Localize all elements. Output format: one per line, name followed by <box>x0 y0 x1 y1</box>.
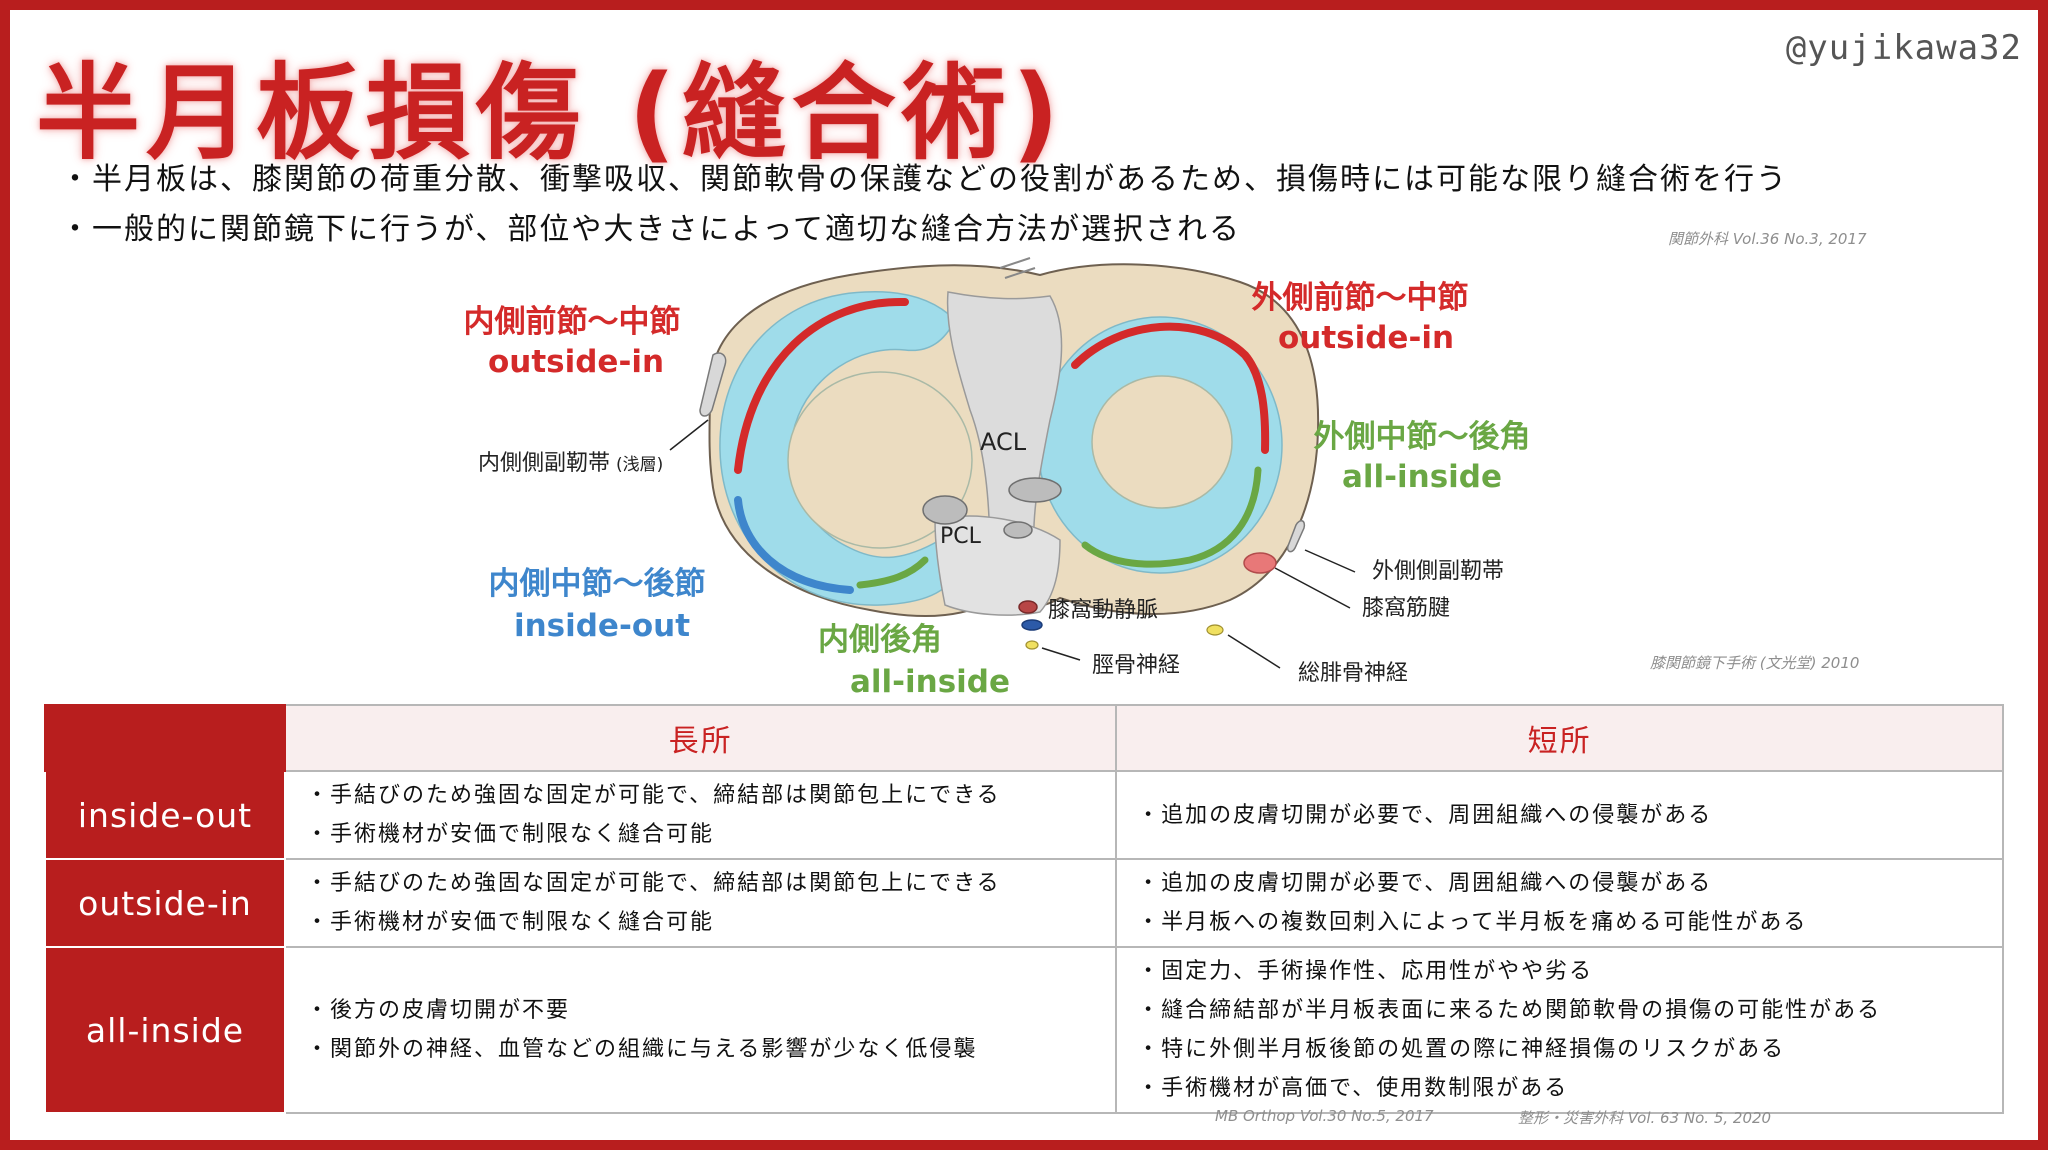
pros-item: ・後方の皮膚切開が不要 <box>306 998 571 1023</box>
arc-lateral-anterior <box>1071 322 1270 454</box>
medial-meniscus <box>719 291 966 606</box>
pros-item: ・手結びのため強固な固定が可能で、締結部は関節包上にできる <box>306 871 1001 896</box>
row-method-inside-out: inside-out <box>44 770 286 860</box>
cons-item: ・特に外側半月板後節の処置の際に神経損傷のリスクがある <box>1137 1037 1786 1062</box>
popliteus-shape <box>1243 552 1277 574</box>
pros-item: ・手結びのため強固な固定が可能で、締結部は関節包上にできる <box>306 783 1001 808</box>
arc-medial-middle <box>734 496 854 594</box>
pros-cell: ・手結びのため強固な固定が可能で、締結部は関節包上にできる ・手術機材が安価で制… <box>283 770 1118 860</box>
popliteal-vein-marker <box>1021 619 1043 631</box>
pros-item: ・手術機材が安価で制限なく縫合可能 <box>306 910 715 935</box>
table-row: outside-in ・手結びのため強固な固定が可能で、締結部は関節包上にできる… <box>44 858 2004 948</box>
pcl-ligament <box>934 515 1061 616</box>
lcl-label: 外側側副靭帯 <box>1372 559 1504 584</box>
popliteal-artery-marker <box>1018 600 1038 614</box>
cons-cell: ・追加の皮膚切開が必要で、周囲組織への侵襲がある <box>1115 770 2004 860</box>
header-pros: 長所 <box>283 704 1118 772</box>
citation-diagram: 膝関節鏡下手術 (文光堂) 2010 <box>1650 654 1860 672</box>
cons-item: ・固定力、手術操作性、応用性がやや劣る <box>1137 959 1594 984</box>
peroneal-nerve-label: 総腓骨神経 <box>1298 661 1408 686</box>
pcl-label: PCL <box>940 524 982 549</box>
mcl-label-note: (浅層) <box>616 455 663 475</box>
bullet-item: ・半月板は、膝関節の荷重分散、衝撃吸収、関節軟骨の保護などの役割があるため、損傷… <box>60 162 1788 197</box>
row-method-all-inside: all-inside <box>44 946 286 1114</box>
citation-bottom-left: MB Orthop Vol.30 No.5, 2017 <box>1215 1107 1434 1125</box>
table-row: inside-out ・手結びのため強固な固定が可能で、締結部は関節包上にできる… <box>44 770 2004 860</box>
tibial-nerve-marker <box>1025 640 1039 650</box>
author-handle: @yujikawa32 <box>1785 28 2022 68</box>
comparison-table: 長所 短所 inside-out ・手結びのため強固な固定が可能で、締結部は関節… <box>44 704 2004 1114</box>
arc-medial-posterior <box>856 556 929 589</box>
table-row: all-inside ・後方の皮膚切開が不要 ・関節外の神経、血管などの組織に与… <box>44 946 2004 1114</box>
label-medial-anterior-method: outside-in <box>488 344 664 380</box>
arc-lateral-posterior <box>1081 466 1262 568</box>
label-lateral-anterior-name: 外側前節～中節 <box>1252 280 1469 316</box>
cons-item: ・手術機材が高価で、使用数制限がある <box>1137 1076 1569 1101</box>
meniscus-diagram: ACL PCL 内側前節～中節 outside-in 外側前節～中節 outsi… <box>464 257 1531 700</box>
cons-item: ・追加の皮膚切開が必要で、周囲組織への侵襲がある <box>1137 802 1713 828</box>
mcl-label-main: 内側側副靭帯 <box>478 451 610 476</box>
table-header-row: 長所 短所 <box>44 704 2004 772</box>
row-method-outside-in: outside-in <box>44 858 286 948</box>
lcl-shape <box>1286 520 1306 553</box>
label-lateral-posterior-method: all-inside <box>1342 459 1502 495</box>
arc-medial-anterior <box>734 297 909 474</box>
cons-item: ・追加の皮膚切開が必要で、周囲組織への侵襲がある <box>1137 871 1713 896</box>
cons-item: ・縫合締結部が半月板表面に来るため関節軟骨の損傷の可能性がある <box>1137 998 1882 1023</box>
label-medial-posterior-name: 内側後角 <box>818 622 942 658</box>
popliteal-vessels-label: 膝窩動静脈 <box>1048 598 1158 623</box>
citation-bottom-right: 整形・災害外科 Vol. 63 No. 5, 2020 <box>1518 1109 1772 1127</box>
bullet-item: ・一般的に関節鏡下に行うが、部位や大きさによって適切な縫合方法が選択される <box>60 212 1241 247</box>
table-corner <box>44 704 286 772</box>
page-title: 半月板損傷 (縫合術) <box>36 52 1066 174</box>
label-lateral-anterior-method: outside-in <box>1278 320 1454 356</box>
header-cons: 短所 <box>1115 704 2004 772</box>
label-medial-anterior-name: 内側前節～中節 <box>464 304 681 340</box>
mcl-label: 内側側副靭帯 (浅層) <box>478 451 663 476</box>
pros-cell: ・手結びのため強固な固定が可能で、締結部は関節包上にできる ・手術機材が安価で制… <box>283 858 1118 948</box>
acl-label: ACL <box>980 428 1027 456</box>
peroneal-nerve-marker <box>1206 624 1224 636</box>
popliteus-label: 膝窩筋腱 <box>1362 596 1450 621</box>
cons-item: ・半月板への複数回刺入によって半月板を痛める可能性がある <box>1137 910 1808 935</box>
label-lateral-posterior-name: 外側中節～後角 <box>1314 419 1531 455</box>
pros-item: ・関節外の神経、血管などの組織に与える影響が少なく低侵襲 <box>306 1037 978 1062</box>
pros-cell: ・後方の皮膚切開が不要 ・関節外の神経、血管などの組織に与える影響が少なく低侵襲 <box>283 946 1118 1114</box>
label-medial-middle-name: 内側中節～後節 <box>489 566 706 602</box>
cons-cell: ・固定力、手術操作性、応用性がやや劣る ・縫合締結部が半月板表面に来るため関節軟… <box>1115 946 2004 1114</box>
citation-top: 関節外科 Vol.36 No.3, 2017 <box>1668 230 1867 248</box>
mcl-shape <box>699 352 727 417</box>
label-medial-posterior-method: all-inside <box>850 664 1010 700</box>
label-medial-middle-method: inside-out <box>514 608 690 644</box>
bullet-list: ・半月板は、膝関節の荷重分散、衝撃吸収、関節軟骨の保護などの役割があるため、損傷… <box>60 155 1788 255</box>
cons-cell: ・追加の皮膚切開が必要で、周囲組織への侵襲がある ・半月板への複数回刺入によって… <box>1115 858 2004 948</box>
tibial-nerve-label: 脛骨神経 <box>1092 653 1180 678</box>
pros-item: ・手術機材が安価で制限なく縫合可能 <box>306 822 715 847</box>
